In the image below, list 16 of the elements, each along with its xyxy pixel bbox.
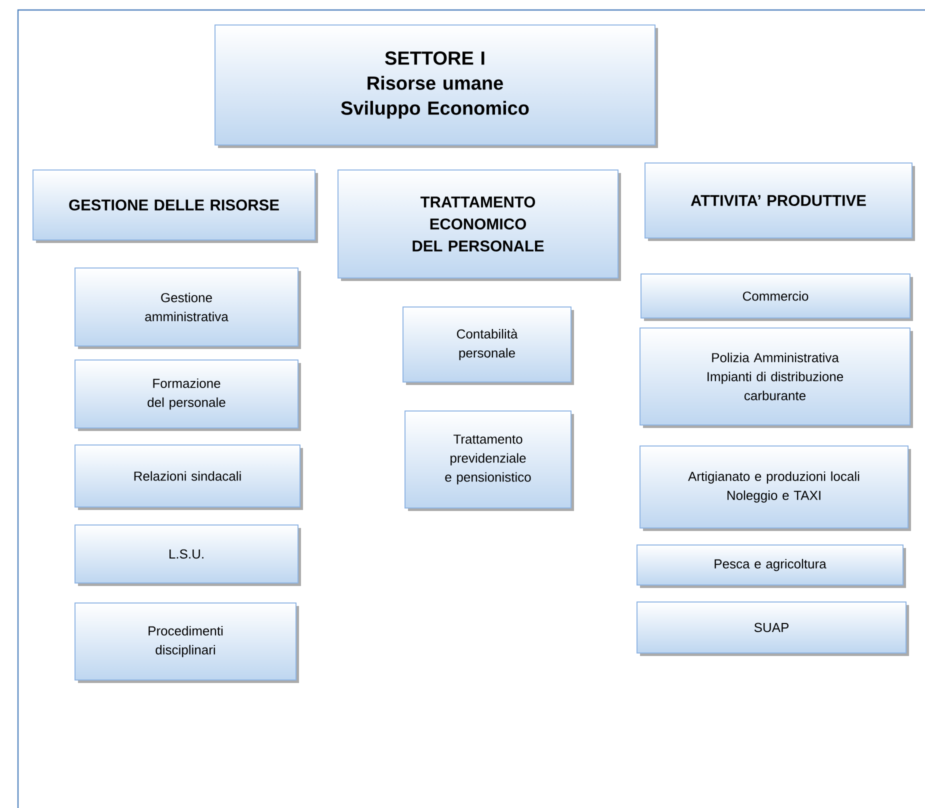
unit-box: Procedimenti disciplinari [74,602,296,680]
category-box: GESTIONE DELLE RISORSE [32,170,316,240]
unit-box: Trattamento previdenziale e pensionistico [404,410,572,508]
category-box: TRATTAMENTO ECONOMICO DEL PERSONALE [338,170,618,278]
category-box: ATTIVITA’ PRODUTTIVE [644,162,913,238]
unit-box: Contabilità personale [402,306,572,382]
unit-box: SUAP [636,602,907,654]
unit-box: Artigianato e produzioni locali Noleggio e TAXI [640,446,909,528]
unit-box: Polizia Amministrativa Impianti di distribuzione carburante [640,328,911,426]
unit-box: Formazione del personale [74,360,298,428]
unit-box: Commercio [640,274,911,318]
unit-box: Gestione amministrativa [74,268,298,346]
title-box: SETTORE I Risorse umane Sviluppo Economico [214,24,656,146]
unit-box: Pesca e agricoltura [636,544,904,586]
unit-box: L.S.U. [74,524,298,584]
unit-box: Relazioni sindacali [74,444,300,508]
